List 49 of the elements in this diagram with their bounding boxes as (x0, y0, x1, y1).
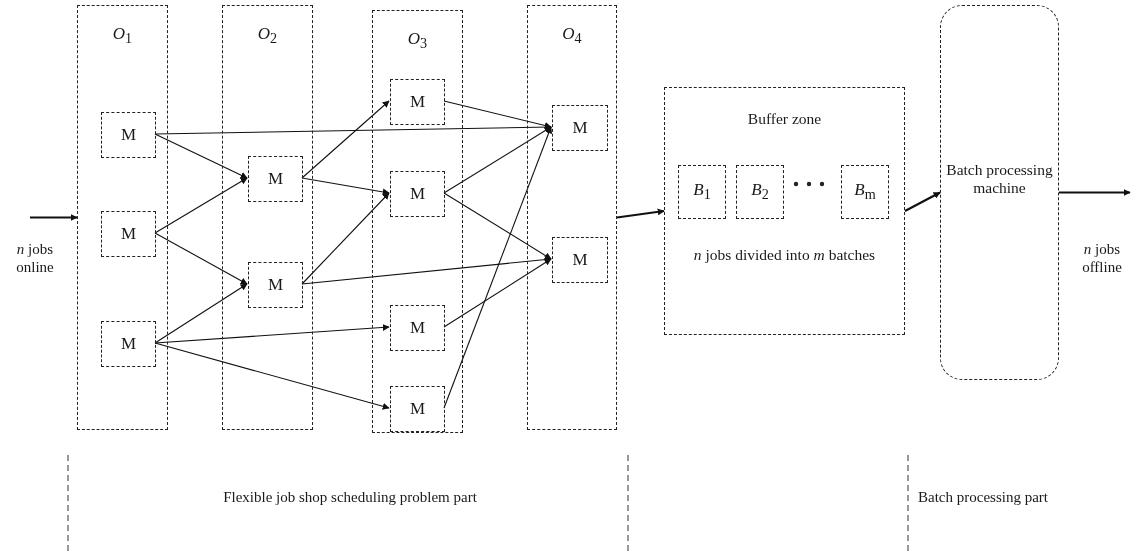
machine-box: M (552, 237, 608, 283)
arrow (154, 177, 248, 234)
machine-box: M (248, 156, 303, 202)
note-text: n jobs online (15, 240, 55, 276)
machine-box: M (390, 305, 445, 351)
buffer-zone-box (664, 87, 905, 335)
note-text: n jobs offline (1081, 240, 1123, 276)
arrow (904, 191, 941, 212)
arrow (301, 177, 390, 196)
machine-box: M (101, 112, 156, 158)
arrow (154, 232, 248, 285)
arrow (154, 283, 248, 344)
arrow (301, 192, 390, 285)
machine-box: M (248, 262, 303, 308)
arrow (443, 126, 553, 409)
machine-box: M (101, 211, 156, 257)
note-text: Flexible job shop scheduling problem part (222, 488, 478, 506)
machine-box: M (390, 171, 445, 217)
operation-label: O$_{3}$ (406, 29, 429, 52)
arrow (443, 126, 552, 194)
operation-label: O$_{4}$ (561, 24, 583, 47)
batch-machine-box (940, 5, 1059, 380)
operation-column (527, 5, 617, 430)
arrow (30, 214, 78, 221)
arrow (443, 100, 552, 129)
description-text: n jobs divided into m batches (692, 246, 877, 264)
heading-text: Batch processing machine (945, 161, 1054, 197)
machine-box: M (390, 386, 445, 432)
arrow (616, 208, 665, 219)
note-text: Batch processing part (918, 488, 1049, 506)
arrow (301, 100, 390, 179)
heading-text: Buffer zone (746, 110, 823, 128)
machine-box: M (552, 105, 608, 151)
operation-label: O$_{1}$ (111, 24, 134, 47)
operation-column (77, 5, 168, 430)
machine-box: M (101, 321, 156, 367)
arrow (154, 323, 390, 344)
arrow (443, 192, 552, 260)
operation-column (372, 10, 463, 433)
arrow (443, 258, 552, 328)
batch-box: B$_{m}$ (841, 165, 889, 219)
batch-box: B$_{2}$ (736, 165, 784, 219)
arrow (154, 133, 248, 179)
batch-box: B$_{1}$ (678, 165, 726, 219)
arrow (1059, 189, 1131, 196)
machine-box: M (390, 79, 445, 125)
operation-column (222, 5, 313, 430)
operation-label: O$_{2}$ (256, 24, 279, 47)
arrow (154, 342, 390, 410)
